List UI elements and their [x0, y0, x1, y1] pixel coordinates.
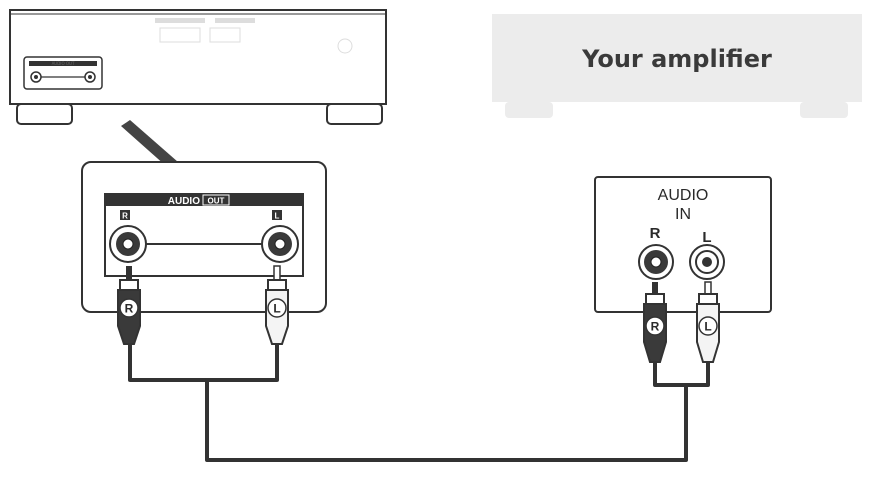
plug-amp-r-badge: [645, 316, 665, 336]
rear-label-decor: [155, 18, 205, 23]
plug-source-r-badge: [119, 298, 139, 318]
plug-amp-r: R: [643, 282, 667, 363]
audio-out-tag-box: [202, 194, 230, 206]
amp-jack-r-core: [650, 256, 662, 268]
jack-r-letter: R: [122, 212, 128, 221]
mini-jack-l-core: [88, 75, 92, 79]
audio-in-label-line1: AUDIO: [658, 187, 709, 204]
rear-label-decor: [159, 27, 201, 43]
plug-source-r-letter: R: [125, 302, 134, 316]
mini-audio-out-label: AUDIO OUT: [52, 61, 75, 66]
plug-amp-l-badge: [698, 316, 718, 336]
audio-out-header-bar: [105, 194, 303, 206]
audio-in-label-line2: IN: [675, 206, 691, 223]
mini-jack-r-core: [34, 75, 38, 79]
amplifier-device: Your amplifier: [492, 14, 862, 118]
amplifier-title: Your amplifier: [581, 45, 772, 73]
plug-amp-l-letter: L: [704, 320, 711, 334]
amp-jack-l-letter: L: [702, 229, 711, 246]
source-foot-right: [326, 103, 383, 125]
plug-amp-l: L: [696, 281, 720, 363]
jack-l-letter: L: [275, 212, 280, 221]
rear-port-decor: [337, 38, 353, 54]
jack-l-letter-box: [272, 210, 282, 220]
rear-label-decor: [215, 18, 255, 23]
cable-source-loop: [128, 342, 279, 382]
source-jack-r-core: [122, 238, 134, 250]
audio-out-header-label: AUDIO: [168, 196, 200, 207]
source-audio-out-panel: AUDIO OUT R L: [81, 161, 327, 313]
cable-main-run: [205, 378, 688, 462]
amplifier-box: [492, 14, 862, 102]
plug-amp-r-letter: R: [651, 320, 660, 334]
source-foot-left: [16, 103, 73, 125]
amp-audio-in-panel: AUDIO IN R L: [594, 176, 772, 313]
rear-label-decor: [209, 27, 241, 43]
cable-amp-loop: [653, 360, 710, 387]
plug-source-l: L: [265, 265, 289, 345]
plug-source-l-letter: L: [273, 302, 280, 316]
source-jack-l-core: [274, 238, 286, 250]
jack-r-letter-box: [120, 210, 130, 220]
amplifier-foot-right: [800, 102, 848, 118]
callout-pointer: [121, 120, 178, 166]
mini-audio-out-header: [29, 61, 97, 66]
amplifier-foot-left: [505, 102, 553, 118]
source-device: AUDIO OUT: [9, 9, 387, 125]
audio-out-tag-label: OUT: [208, 197, 225, 206]
plug-source-l-badge: [267, 298, 287, 318]
plug-source-r: R: [117, 266, 141, 345]
amp-jack-l-core: [702, 257, 712, 267]
cable: [128, 342, 710, 462]
amp-jack-r-letter: R: [650, 225, 661, 242]
